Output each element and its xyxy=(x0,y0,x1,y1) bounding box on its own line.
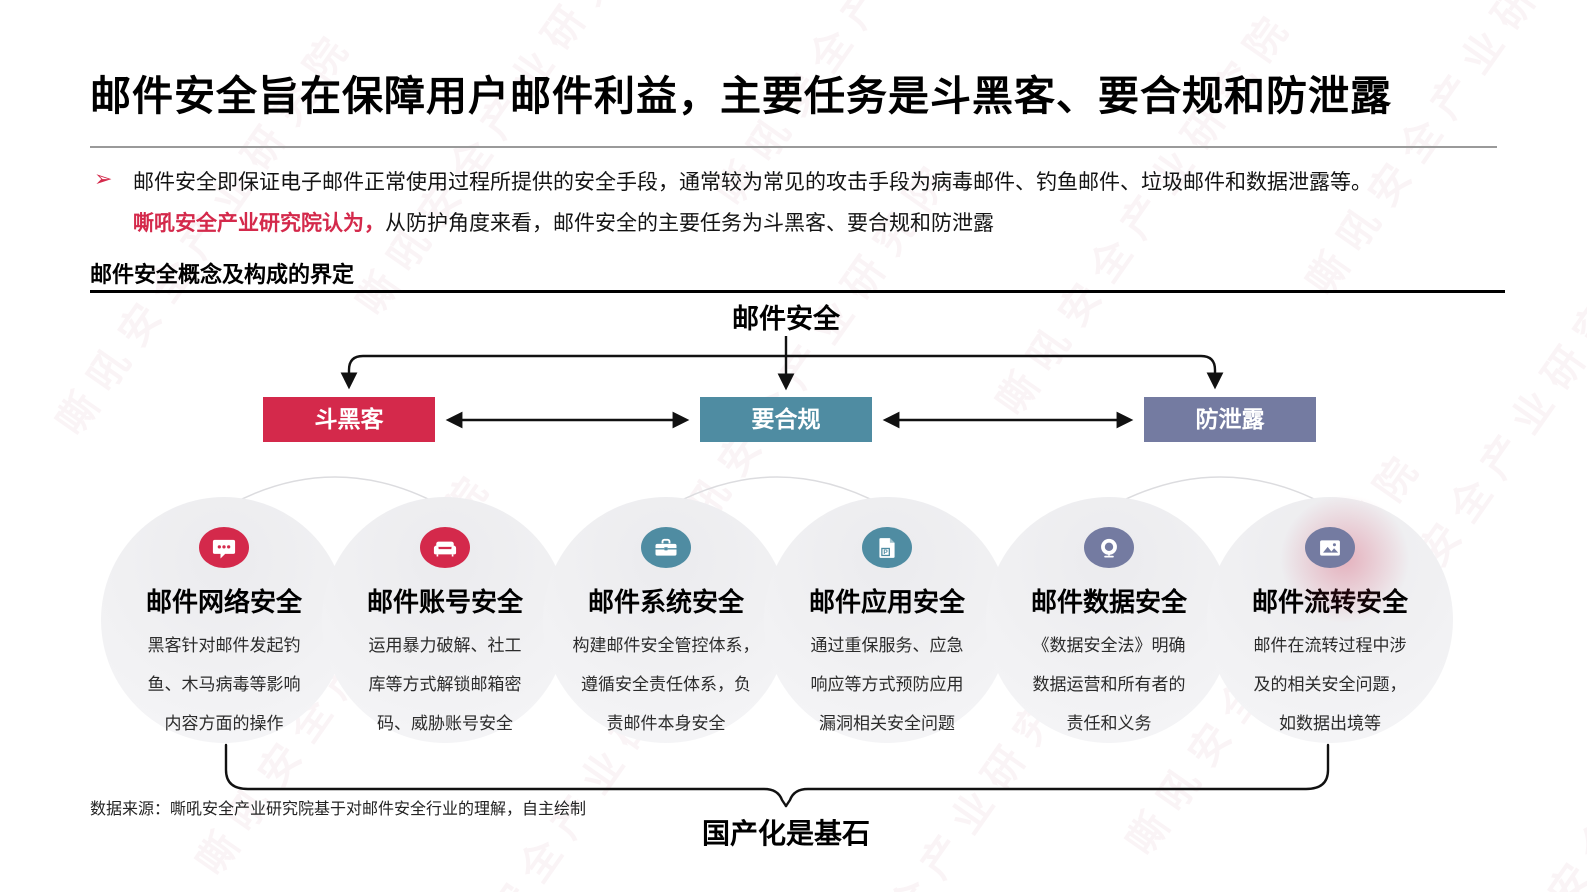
branch-arrow-right xyxy=(786,354,1224,390)
card-description: 通过重保服务、应急 响应等方式预防应用 漏洞相关安全问题 xyxy=(810,636,964,733)
card-description: 构建邮件安全管控体系， 遵循安全责任体系，负 责邮件本身安全 xyxy=(572,636,760,733)
card-transfer-security: 邮件流转安全 邮件在流转过程中涉 及的相关安全问题， 如数据出境等 xyxy=(1207,489,1453,743)
toolbox-icon xyxy=(641,527,691,568)
card-title: 邮件网络安全 xyxy=(145,587,302,617)
card-title: 邮件账号安全 xyxy=(366,587,523,617)
card-description: 《数据安全法》明确 数据运营和所有者的 责任和义务 xyxy=(1032,636,1186,733)
card-description: 黑客针对邮件发起钓 鱼、木马病毒等影响 内容方面的操作 xyxy=(147,636,301,733)
branch-box-compliance: 要合规 xyxy=(700,397,872,442)
card-system-security: 邮件系统安全 构建邮件安全管控体系， 遵循安全责任体系，负 责邮件本身安全 xyxy=(543,497,789,743)
image-icon xyxy=(1305,527,1355,568)
card-title: 邮件流转安全 xyxy=(1252,582,1408,619)
branch-box-leak-prevention: 防泄露 xyxy=(1144,397,1316,442)
intro-highlight: 嘶吼安全产业研究院认为， xyxy=(133,212,385,235)
intro-line1: 邮件安全即保证电子邮件正常使用过程所提供的安全手段，通常较为常见的攻击手段为病毒… xyxy=(133,171,1372,194)
card-title: 邮件系统安全 xyxy=(587,587,744,617)
card-description: 邮件在流转过程中涉 及的相关安全问题， 如数据出境等 xyxy=(1253,636,1407,733)
svg-text:P: P xyxy=(883,549,888,556)
card-description: 运用暴力破解、社工 库等方式解锁邮箱密 码、威胁账号安全 xyxy=(368,636,522,733)
section-divider xyxy=(90,290,1505,293)
card-application-security: P 邮件应用安全 通过重保服务、应急 响应等方式预防应用 漏洞相关安全问题 xyxy=(764,497,1010,743)
page-title: 邮件安全旨在保障用户邮件利益，主要任务是斗黑客、要合规和防泄露 xyxy=(90,73,1392,119)
pair-arc xyxy=(1113,476,1327,506)
branch-arrow-left xyxy=(340,354,786,390)
card-network-security: 邮件网络安全 黑客针对邮件发起钓 鱼、木马病毒等影响 内容方面的操作 xyxy=(101,497,347,743)
sofa-icon xyxy=(420,527,470,568)
foundation-label: 国产化是基石 xyxy=(701,818,870,849)
branch-box-hacker: 斗黑客 xyxy=(263,397,435,442)
foundation-brace-right xyxy=(784,743,1330,808)
card-data-security: 邮件数据安全 《数据安全法》明确 数据运营和所有者的 责任和义务 xyxy=(986,497,1232,743)
diagram-root-label: 邮件安全 xyxy=(732,304,840,334)
document-p-icon: P xyxy=(862,527,912,568)
pair-arc xyxy=(671,476,883,506)
bullet-arrow-icon: ➢ xyxy=(94,166,113,191)
card-title: 邮件应用安全 xyxy=(808,587,965,617)
foundation-brace-left xyxy=(224,743,788,808)
intro-line2: 从防护角度来看，邮件安全的主要任务为斗黑客、要合规和防泄露 xyxy=(385,212,994,235)
webcam-icon xyxy=(1084,527,1134,568)
card-account-security: 邮件账号安全 运用暴力破解、社工 库等方式解锁邮箱密 码、威胁账号安全 xyxy=(322,497,568,743)
intro-paragraph: 邮件安全即保证电子邮件正常使用过程所提供的安全手段，通常较为常见的攻击手段为病毒… xyxy=(133,162,1533,244)
title-divider xyxy=(90,146,1497,148)
chat-bubble-icon xyxy=(199,527,249,568)
card-title: 邮件数据安全 xyxy=(1030,587,1187,617)
pair-arc xyxy=(229,476,441,506)
source-note: 数据来源：嘶吼安全产业研究院基于对邮件安全行业的理解，自主绘制 xyxy=(90,801,587,818)
section-label: 邮件安全概念及构成的界定 xyxy=(90,262,355,287)
